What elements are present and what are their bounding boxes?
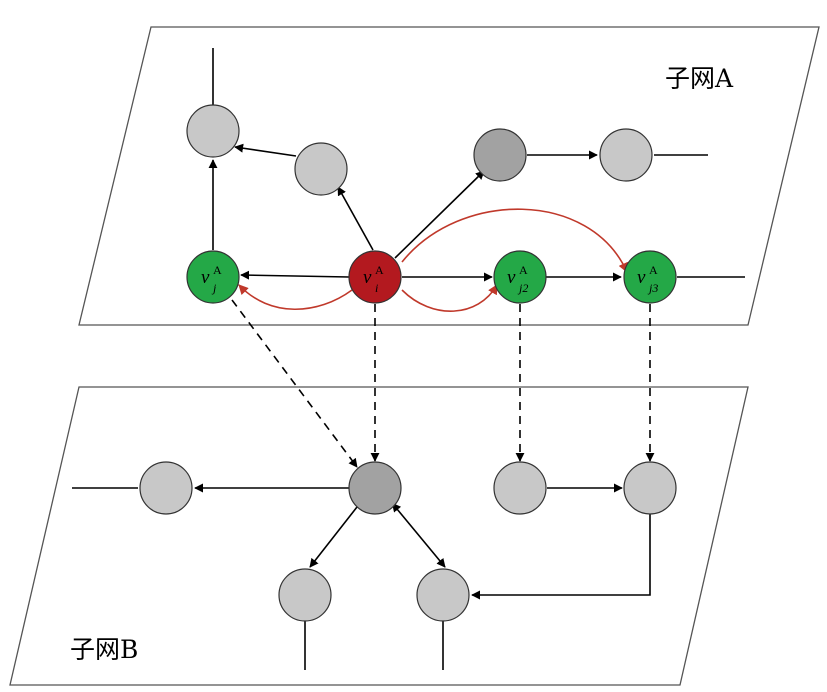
node-label-main: v xyxy=(201,267,210,288)
subnet-b-nodes xyxy=(139,461,677,622)
subnet-b-label: 子网B xyxy=(70,635,138,664)
node xyxy=(348,461,402,515)
edge xyxy=(309,506,358,568)
node xyxy=(278,568,332,622)
subnet-b-edges xyxy=(72,483,651,670)
node xyxy=(493,461,547,515)
node-label-main: v xyxy=(507,267,516,288)
subnet-a-label: 子网A xyxy=(665,64,734,93)
node-label-vj: v A j xyxy=(201,263,222,295)
node xyxy=(416,568,470,622)
node-vj2 xyxy=(493,250,547,304)
node-label-sup: A xyxy=(649,263,658,277)
node-label-sup: A xyxy=(375,263,384,277)
edge xyxy=(471,514,651,600)
node xyxy=(473,128,527,182)
subnet-b-plane xyxy=(9,386,749,686)
edge xyxy=(394,170,485,259)
edge-red xyxy=(401,284,498,312)
node xyxy=(139,461,193,515)
edge-dashed xyxy=(231,299,358,468)
subnet-a-plane xyxy=(78,26,820,326)
node-label-sub: j xyxy=(211,281,217,295)
node-vj xyxy=(186,250,240,304)
node-label-sub: i xyxy=(375,281,378,295)
interlayer-edges xyxy=(231,299,655,468)
node xyxy=(623,461,677,515)
node-label-main: v xyxy=(637,267,646,288)
node xyxy=(294,142,348,196)
subnet-a-edges xyxy=(208,48,745,282)
edge-bidirectional xyxy=(391,502,446,568)
node-label-sub: j2 xyxy=(517,281,528,295)
edge xyxy=(234,143,297,157)
node-label-sub: j3 xyxy=(647,281,658,295)
node-label-vi: v A i xyxy=(363,263,384,295)
node-label-vj3: v A j3 xyxy=(637,263,658,295)
edge xyxy=(337,186,374,251)
edge-red xyxy=(401,208,628,273)
subnet-a-nodes xyxy=(186,104,677,304)
node-vi xyxy=(348,250,402,304)
edge-red xyxy=(238,284,353,311)
subnet-a-red-curves xyxy=(238,208,628,312)
node-label-vj2: v A j2 xyxy=(507,263,528,295)
node-label-sup: A xyxy=(213,263,222,277)
node xyxy=(186,104,240,158)
node-vj3 xyxy=(623,250,677,304)
node-label-sup: A xyxy=(519,263,528,277)
node-label-main: v xyxy=(363,267,372,288)
edge xyxy=(240,270,350,280)
node xyxy=(599,128,653,182)
